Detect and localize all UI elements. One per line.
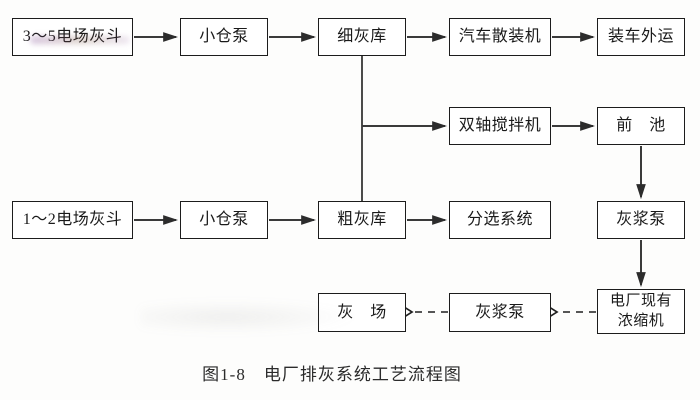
figure-caption: 图1-8 电厂排灰系统工艺流程图 [202,365,462,384]
node-ash-slurry-pump-right: 灰浆泵 [597,201,685,239]
node-small-silo-pump-top: 小仓泵 [180,18,268,56]
node-coarse-ash-silo: 粗灰库 [318,201,406,239]
node-hopper-3-5: 3～5电场灰斗 [12,18,133,56]
node-fine-ash-silo: 细灰库 [318,18,406,56]
node-existing-thickener: 电厂现有 浓缩机 [597,289,685,334]
node-ash-yard: 灰 场 [318,293,406,332]
node-small-silo-pump-bottom: 小仓泵 [180,201,268,239]
node-truck-bulk-loader: 汽车散装机 [449,18,551,56]
node-load-truck-out: 装车外运 [597,18,685,56]
node-hopper-1-2: 1～2电场灰斗 [12,201,133,239]
node-sorting-system: 分选系统 [449,201,551,239]
node-twin-shaft-mixer: 双轴搅拌机 [449,107,551,145]
node-ash-slurry-pump-bottom: 灰浆泵 [449,293,551,332]
node-fore-pool: 前 池 [597,107,685,145]
